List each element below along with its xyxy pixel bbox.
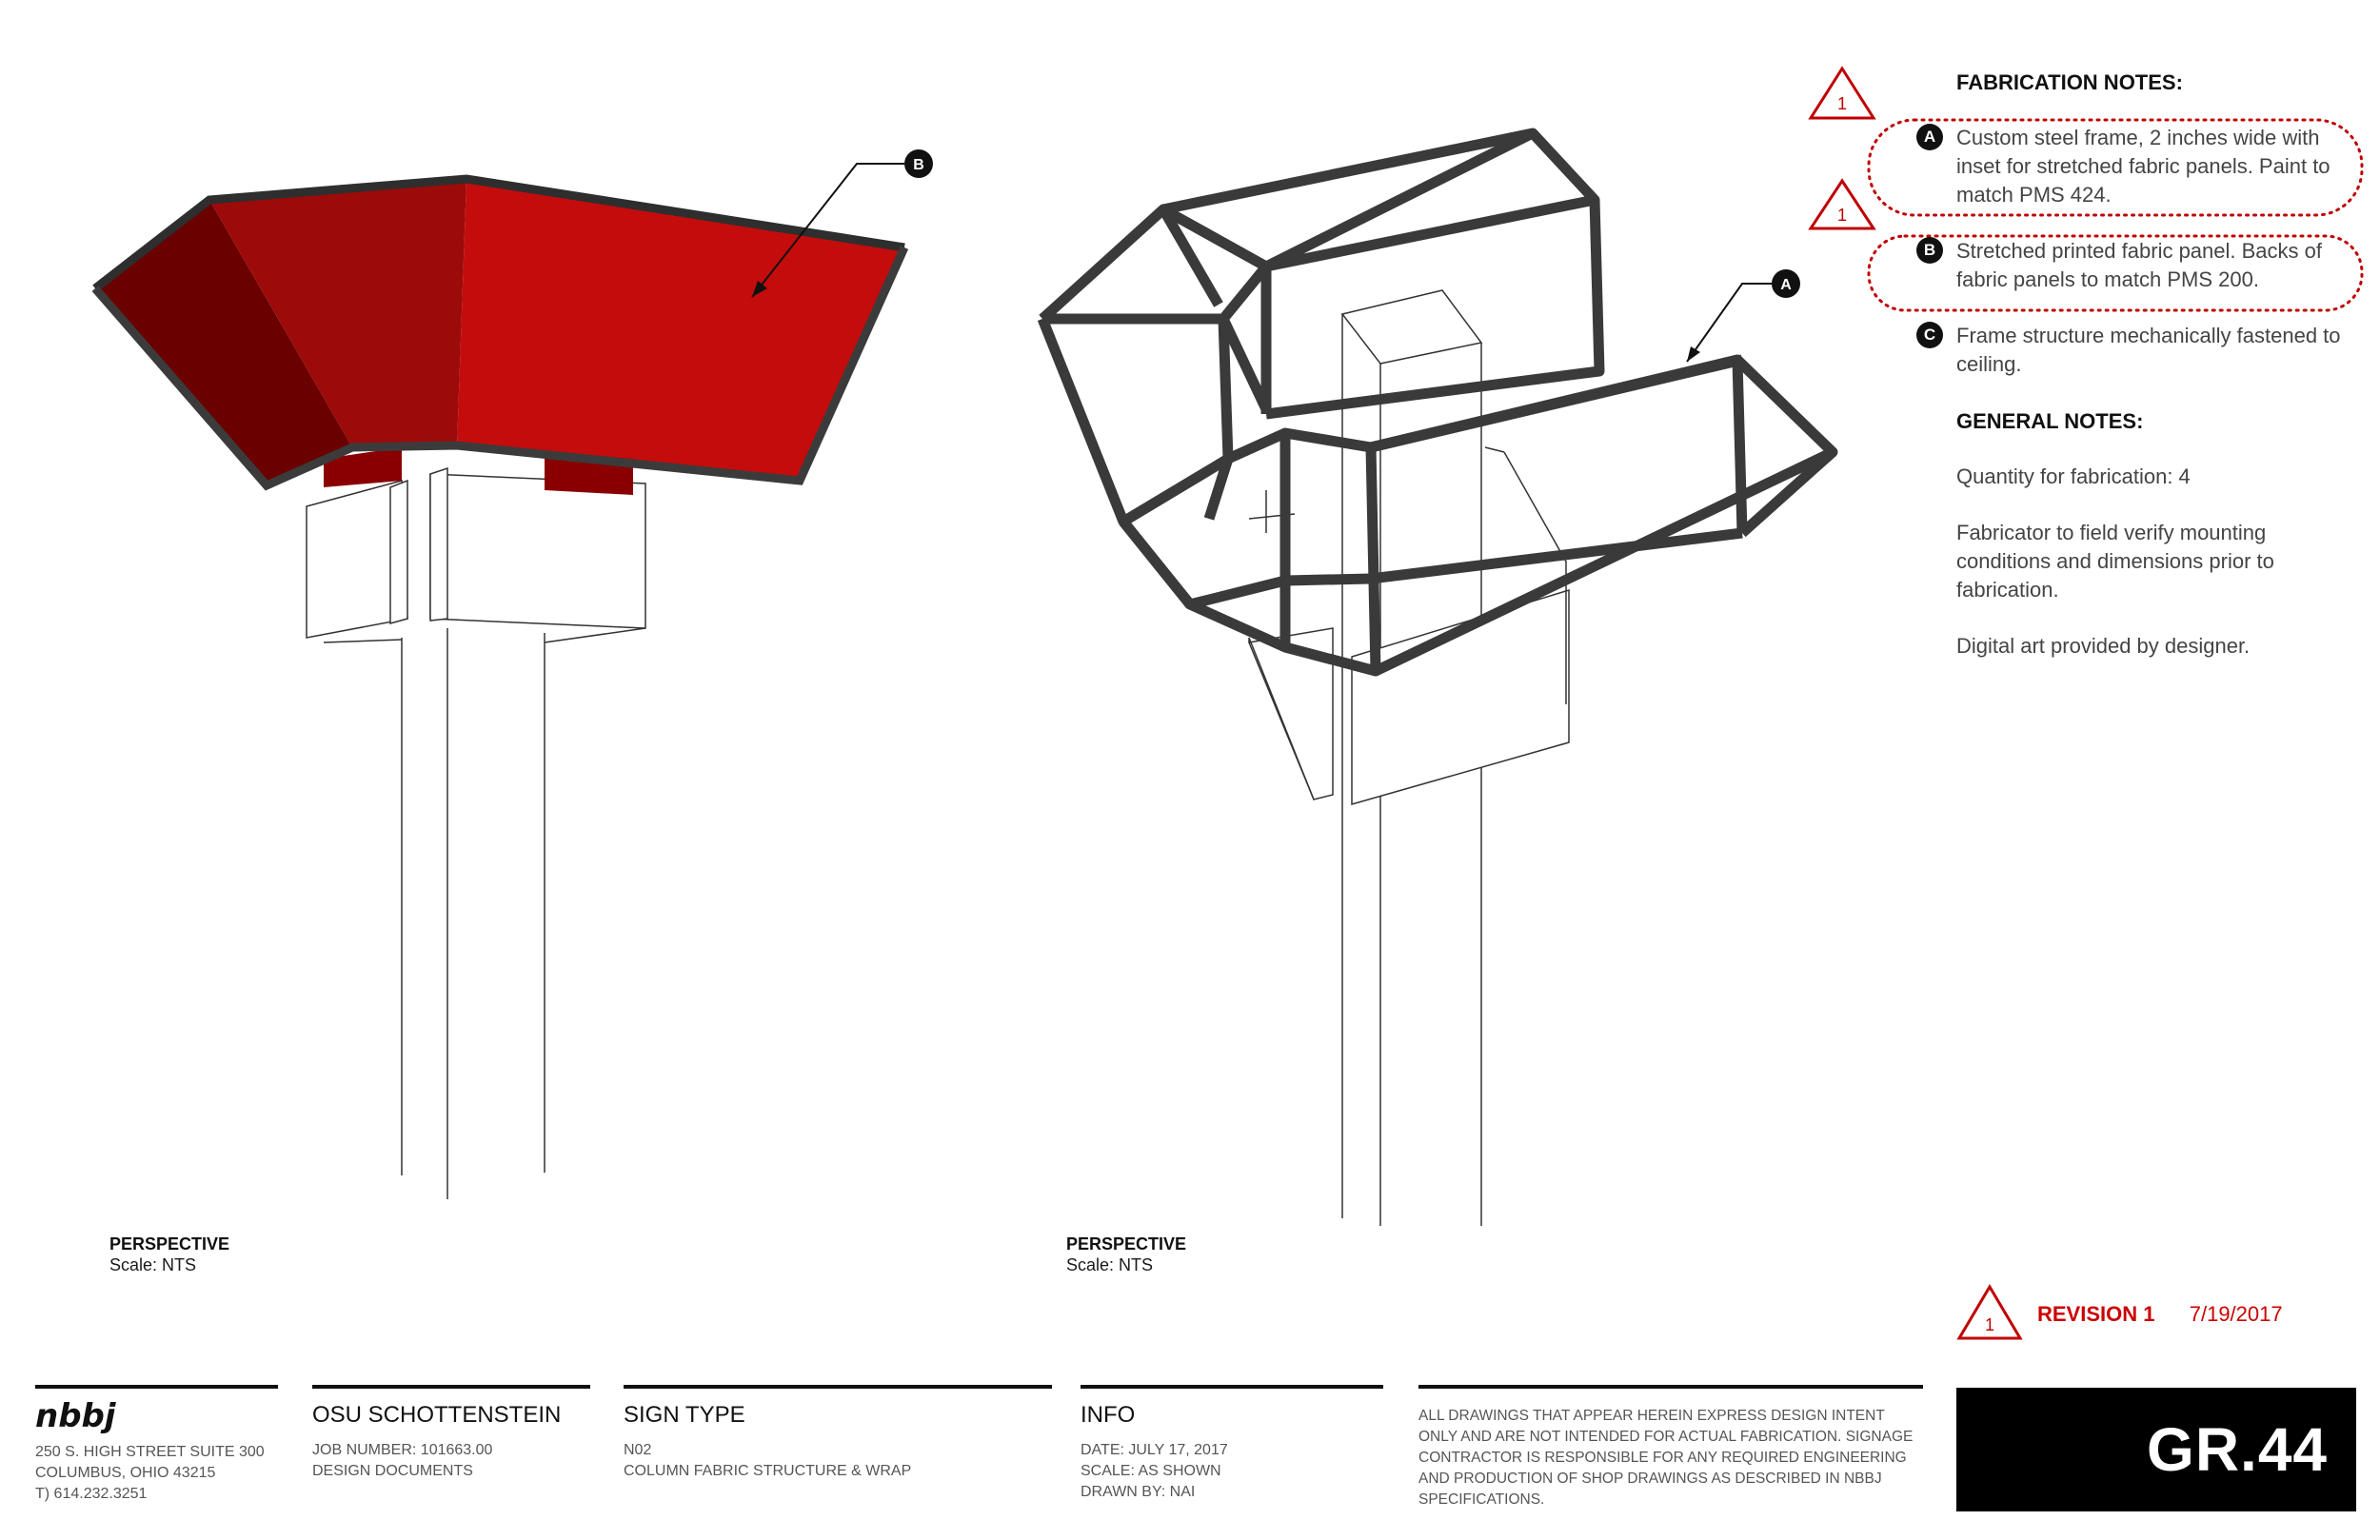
info-title: INFO [1081,1402,1136,1428]
note-c: C Frame structure mechanically fastened … [1916,322,2356,379]
info-date: DATE: JULY 17, 2017 [1081,1442,1228,1458]
view-caption-right: PERSPECTIVE Scale: NTS [1066,1234,1186,1275]
sign-type-code: N02 [624,1442,652,1458]
firm-address-2: COLUMBUS, OHIO 43215 [35,1465,216,1481]
revision-triangles [1808,66,2023,1340]
steel-frame-perspective [1037,128,1838,1226]
project-title: OSU SCHOTTENSTEIN [312,1402,562,1428]
callout-bubbles: B A [904,149,1800,298]
revision-triangle-label: 1 [1985,1315,1994,1334]
view-scale: Scale: NTS [109,1255,197,1274]
note-bullet: C [1916,322,1943,348]
general-note: Digital art provided by designer. [1956,634,2251,658]
nbbj-logo: nbbj [35,1397,116,1435]
fabrication-notes-title: FABRICATION NOTES: [1956,70,2183,94]
sign-type-title: SIGN TYPE [624,1402,745,1428]
project-block: OSU SCHOTTENSTEIN JOB NUMBER: 101663.00 … [312,1385,590,1482]
note-b: B Stretched printed fabric panel. Backs … [1916,237,2356,294]
general-notes-title: GENERAL NOTES: [1956,409,2144,433]
sheet-number: GR.44 [2147,1415,2328,1484]
revision-label: REVISION 1 7/19/2017 [2037,1302,2283,1327]
sign-type-block: SIGN TYPE N02 COLUMN FABRIC STRUCTURE & … [624,1385,1052,1482]
view-scale: Scale: NTS [1066,1255,1154,1274]
revision-triangle-label: 1 [1837,94,1847,113]
revision-clouds [1867,118,2364,312]
note-text: Stretched printed fabric panel. Backs of… [1956,239,2322,291]
view-title: PERSPECTIVE [109,1234,230,1254]
info-drawn-by: DRAWN BY: NAI [1081,1484,1196,1500]
callout-b-label: B [913,157,924,173]
callout-a-label: A [1780,277,1792,293]
sign-type-desc: COLUMN FABRIC STRUCTURE & WRAP [624,1463,912,1479]
firm-address-1: 250 S. HIGH STREET SUITE 300 [35,1444,265,1460]
note-text: Custom steel frame, 2 inches wide with i… [1956,126,2330,207]
note-text: Frame structure mechanically fastened to… [1956,324,2341,376]
revision-title: REVISION 1 [2037,1302,2155,1326]
note-bullet: A [1916,124,1943,150]
note-bullet: B [1916,237,1943,264]
firm-block: nbbj 250 S. HIGH STREET SUITE 300 COLUMB… [35,1385,278,1505]
job-number: JOB NUMBER: 101663.00 [312,1442,493,1458]
view-caption-left: PERSPECTIVE Scale: NTS [109,1234,229,1275]
notes-panel: FABRICATION NOTES: A Custom steel frame,… [1916,69,2356,661]
note-a: A Custom steel frame, 2 inches wide with… [1916,124,2356,209]
sheet-number-block: GR.44 [1956,1388,2356,1511]
view-title: PERSPECTIVE [1066,1234,1187,1254]
fabric-wrap-perspective [91,163,909,1199]
revision-date: 7/19/2017 [2189,1302,2283,1326]
general-note: Fabricator to field verify mounting cond… [1956,521,2274,602]
revision-triangle-label: 1 [1837,206,1847,225]
general-note: Quantity for fabrication: 4 [1956,464,2191,488]
info-scale: SCALE: AS SHOWN [1081,1463,1221,1479]
disclaimer: ALL DRAWINGS THAT APPEAR HEREIN EXPRESS … [1418,1385,1923,1510]
firm-phone: T) 614.232.3251 [35,1486,148,1502]
project-phase: DESIGN DOCUMENTS [312,1463,473,1479]
info-block: INFO DATE: JULY 17, 2017 SCALE: AS SHOWN… [1081,1385,1383,1503]
